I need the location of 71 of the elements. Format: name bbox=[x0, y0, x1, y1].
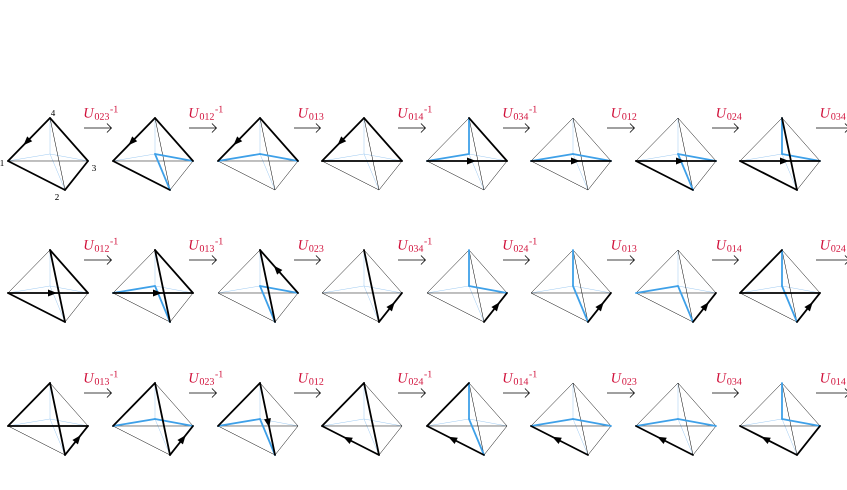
edge-label: U$_{012}$ bbox=[298, 373, 324, 385]
octahedron-drawing bbox=[530, 249, 612, 323]
arrow bbox=[398, 123, 426, 133]
edge-label: U$_{024}$-1 bbox=[398, 370, 432, 385]
octahedron-drawing bbox=[426, 382, 508, 456]
octahedron-drawing bbox=[7, 117, 89, 191]
arrow bbox=[816, 255, 847, 265]
arrow bbox=[606, 255, 635, 265]
arrow bbox=[398, 255, 426, 265]
edge-label: U$_{012}$ bbox=[612, 108, 636, 120]
edge-label: U$_{023}$ bbox=[298, 240, 324, 252]
arrow bbox=[84, 123, 112, 133]
edge-label: U$_{034}$-1 bbox=[398, 238, 432, 252]
arrow bbox=[502, 123, 530, 133]
edge-label: U$_{012}$-1 bbox=[190, 106, 223, 120]
arrow bbox=[606, 388, 635, 398]
edge-label: U$_{014}$ bbox=[716, 240, 742, 252]
arrow bbox=[712, 123, 739, 133]
octahedron-drawing bbox=[217, 117, 299, 190]
octahedron-drawing bbox=[635, 382, 717, 456]
arrow bbox=[188, 388, 217, 398]
octahedron-drawing bbox=[112, 117, 194, 191]
arrow bbox=[294, 388, 321, 398]
edge-label: U$_{013}$ bbox=[298, 108, 324, 120]
vertex-label: 3 bbox=[92, 164, 96, 172]
arrow bbox=[398, 388, 426, 398]
arrow bbox=[502, 388, 530, 398]
edge-label: U$_{024}$-1 bbox=[504, 238, 537, 252]
octahedron-drawing bbox=[112, 249, 194, 323]
edge-label: U$_{023}$-1 bbox=[190, 370, 223, 385]
edge-label: U$_{024}$ bbox=[716, 108, 742, 120]
arrow bbox=[606, 123, 635, 133]
arrow bbox=[294, 123, 321, 133]
arrow bbox=[816, 123, 847, 133]
octahedron-drawing bbox=[7, 382, 89, 456]
octahedron-drawing bbox=[218, 249, 299, 323]
arrow bbox=[712, 255, 739, 265]
vertex-label: 4 bbox=[50, 110, 56, 116]
edge-label: U$_{023}$ bbox=[612, 373, 636, 385]
edge-label: U$_{012}$-1 bbox=[84, 238, 118, 252]
arrow bbox=[712, 388, 739, 398]
octahedron-drawing bbox=[322, 249, 403, 323]
edge-label: U$_{034}$ bbox=[716, 373, 742, 385]
edge-label: U$_{024}$ bbox=[820, 240, 846, 252]
arrow bbox=[816, 388, 847, 398]
edge-label: U$_{023}$-1 bbox=[84, 106, 118, 120]
arrow bbox=[188, 123, 217, 133]
arrow bbox=[84, 255, 112, 265]
vertex-label: 1 bbox=[0, 160, 4, 166]
edge-label: U$_{013}$-1 bbox=[84, 370, 118, 385]
octahedron-drawing bbox=[7, 249, 89, 323]
edge-label: U$_{034}$-1 bbox=[504, 106, 537, 120]
edge-label: U$_{014}$-1 bbox=[398, 106, 432, 120]
edge-label: U$_{013}$-1 bbox=[190, 238, 223, 252]
edge-label: U$_{014}$ bbox=[820, 373, 846, 385]
octahedron-drawing bbox=[635, 118, 717, 191]
edge-label: U$_{034}$ bbox=[820, 108, 846, 120]
octahedron-drawing bbox=[426, 249, 508, 323]
octahedron-drawing bbox=[426, 117, 508, 190]
octahedron-drawing bbox=[635, 250, 717, 323]
octahedron-drawing bbox=[112, 382, 194, 456]
edge-label: U$_{013}$ bbox=[612, 240, 636, 252]
octahedron-drawing bbox=[217, 382, 298, 456]
arrow bbox=[294, 255, 321, 265]
arrow bbox=[84, 388, 112, 398]
octahedron-drawing bbox=[530, 118, 612, 190]
vertex-label: 2 bbox=[55, 194, 59, 200]
arrow bbox=[502, 255, 530, 265]
edge-label: U$_{014}$-1 bbox=[504, 370, 537, 385]
octahedron-drawing bbox=[530, 382, 612, 456]
arrow bbox=[188, 255, 217, 265]
